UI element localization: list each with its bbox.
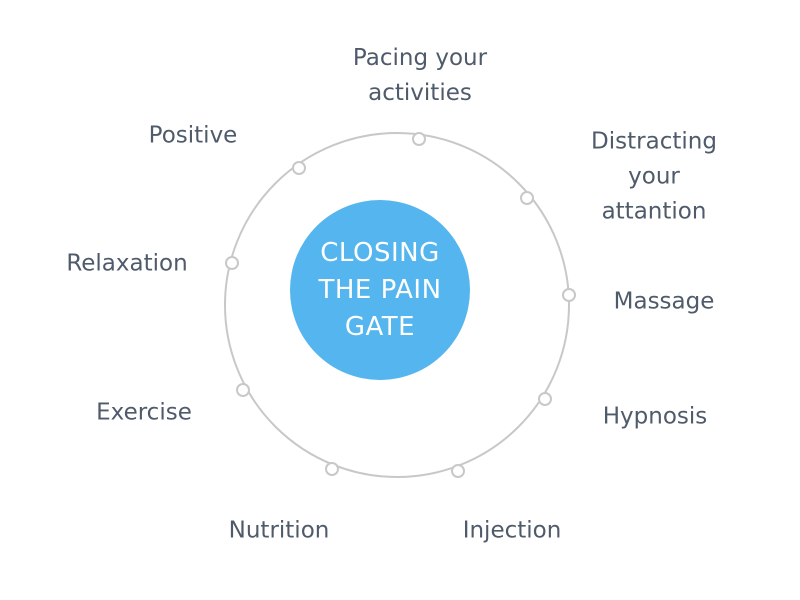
ring-node-pacing xyxy=(412,132,426,146)
label-hypnosis: Hypnosis xyxy=(602,403,708,430)
ring-node-relaxation xyxy=(225,256,239,270)
ring-node-nutrition xyxy=(325,462,339,476)
label-positive: Positive xyxy=(148,122,238,149)
ring-node-injection xyxy=(451,464,465,478)
ring-node-exercise xyxy=(236,383,250,397)
label-massage: Massage xyxy=(613,288,715,315)
label-distracting-your-attantion: Distracting your attantion xyxy=(591,128,717,225)
label-pacing-your-activities: Pacing your activities xyxy=(352,45,488,106)
label-injection: Injection xyxy=(462,517,562,544)
label-exercise: Exercise xyxy=(96,399,192,426)
center-title: CLOSING THE PAIN GATE xyxy=(318,237,442,342)
ring-node-distracting xyxy=(520,191,534,205)
label-relaxation: Relaxation xyxy=(66,250,188,277)
ring-node-massage xyxy=(562,288,576,302)
ring-node-positive xyxy=(292,161,306,175)
label-nutrition: Nutrition xyxy=(228,517,330,544)
center-circle: CLOSING THE PAIN GATE xyxy=(290,200,470,380)
ring-node-hypnosis xyxy=(538,392,552,406)
ring-circle xyxy=(224,132,570,478)
